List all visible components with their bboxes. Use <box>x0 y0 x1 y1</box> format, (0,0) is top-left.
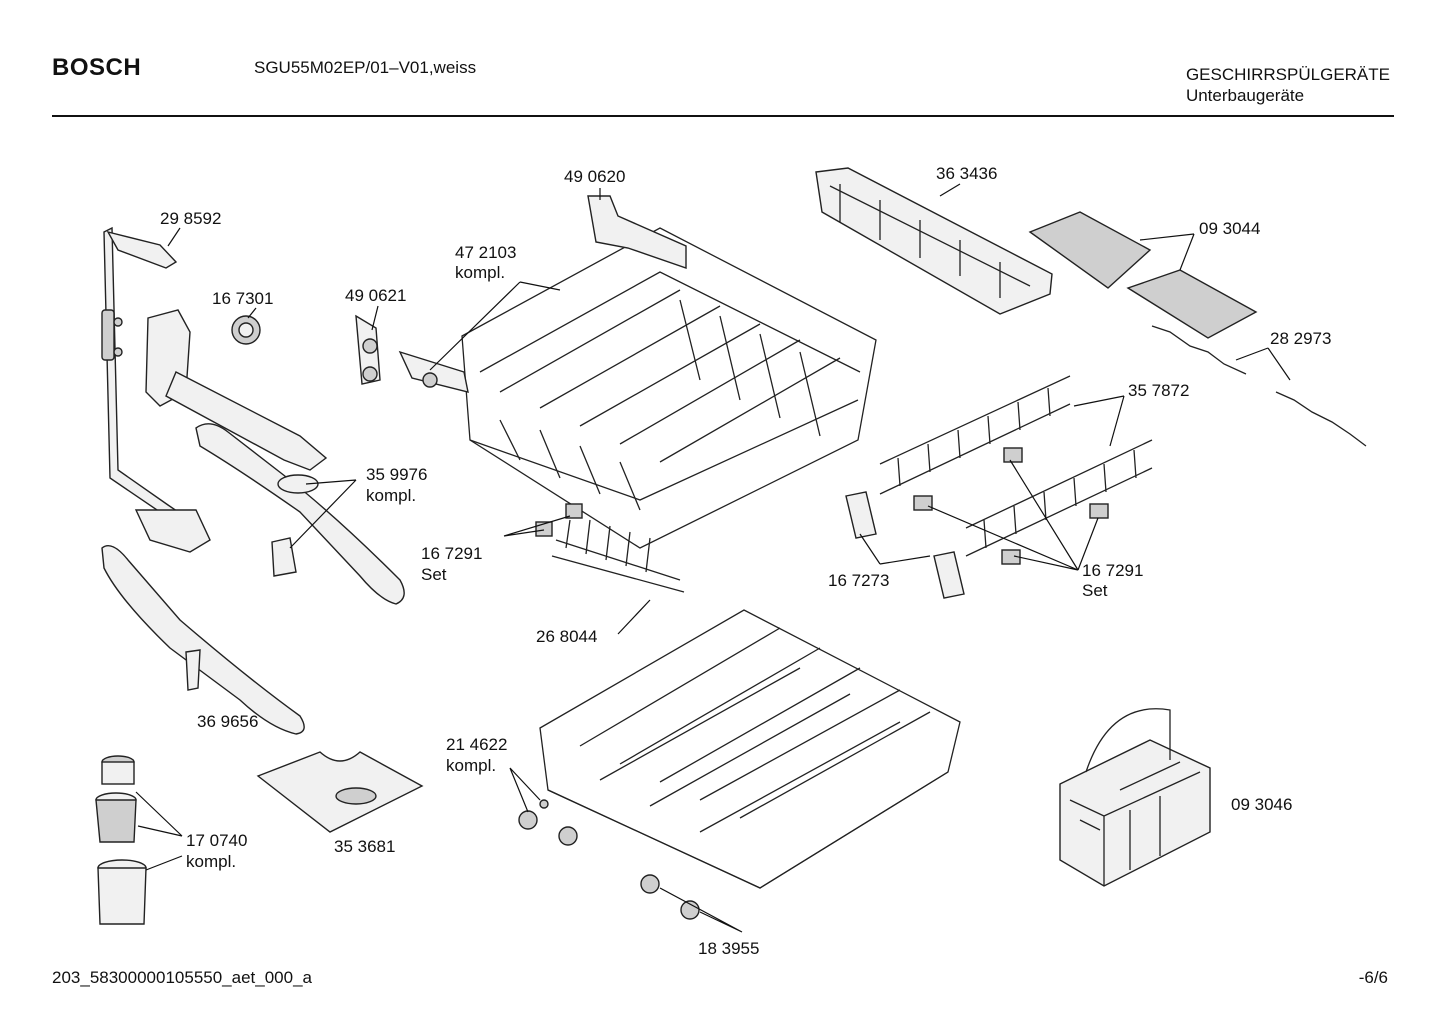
label-363436: 36 3436 <box>936 164 997 183</box>
upper-basket-472103[interactable] <box>461 227 877 549</box>
tine-row-282973-a[interactable] <box>1151 325 1247 375</box>
rack-insert-093044-a[interactable] <box>1028 211 1152 289</box>
label-093044: 09 3044 <box>1199 219 1260 238</box>
tine-row-268044[interactable] <box>551 519 685 593</box>
label-167291-right-set: Set <box>1082 581 1108 600</box>
tine-row-282973-b[interactable] <box>1275 391 1367 447</box>
bracket-490621[interactable] <box>355 314 469 393</box>
label-369656: 36 9656 <box>197 712 258 731</box>
label-353681: 35 3681 <box>334 837 395 856</box>
cup-shelf-363436[interactable] <box>815 167 1053 315</box>
lower-basket[interactable] <box>539 609 961 889</box>
label-167301: 16 7301 <box>212 289 273 308</box>
label-170740: 17 0740 <box>186 831 247 850</box>
label-359976: 35 9976 <box>366 465 427 484</box>
wheel-set-183955[interactable] <box>640 874 700 920</box>
tine-row-357872-b[interactable] <box>965 439 1153 557</box>
header-rule <box>52 115 1394 117</box>
label-472103-kompl: kompl. <box>455 263 505 282</box>
label-490620: 49 0620 <box>564 167 625 186</box>
label-167291-left: 16 7291 <box>421 544 482 563</box>
cap-part-167301[interactable] <box>231 315 261 345</box>
upper-spray-arm[interactable] <box>195 423 405 605</box>
label-093046: 09 3046 <box>1231 795 1292 814</box>
category-block: GESCHIRRSPÜLGERÄTE Unterbaugeräte <box>1186 64 1390 106</box>
lower-spray-arm[interactable] <box>101 545 305 735</box>
filter-cup-170740[interactable] <box>95 755 147 925</box>
brand-logo: BOSCH <box>52 54 142 81</box>
cutlery-basket-093046[interactable] <box>1059 708 1211 887</box>
label-167291-right: 16 7291 <box>1082 561 1143 580</box>
model-number: SGU55M02EP/01–V01,weiss <box>254 58 477 77</box>
upper-spray-arm-pipe[interactable] <box>101 226 211 553</box>
label-357872: 35 7872 <box>1128 381 1189 400</box>
category-title: GESCHIRRSPÜLGERÄTE <box>1185 65 1390 84</box>
wheel-set-214622[interactable] <box>518 799 578 846</box>
category-subtitle: Unterbaugeräte <box>1185 86 1305 105</box>
label-298592: 29 8592 <box>160 209 221 228</box>
tine-row-357872-a[interactable] <box>879 375 1071 495</box>
label-170740-kompl: kompl. <box>186 852 236 871</box>
leader-lines <box>135 183 1291 933</box>
document-id: 203_58300000105550_aet_000_a <box>52 968 312 987</box>
label-472103: 47 2103 <box>455 243 516 262</box>
label-268044: 26 8044 <box>536 627 597 646</box>
spray-arm-feed-tube[interactable] <box>145 309 328 471</box>
clip-set-167291-left[interactable] <box>535 503 583 537</box>
holder-167273[interactable] <box>845 491 965 599</box>
label-167291-left-set: Set <box>421 565 447 584</box>
label-167273: 16 7273 <box>828 571 889 590</box>
fine-filter-353681[interactable] <box>256 751 424 833</box>
rack-insert-093044-b[interactable] <box>1126 269 1258 339</box>
label-214622: 21 4622 <box>446 735 507 754</box>
label-359976-kompl: kompl. <box>366 486 416 505</box>
label-183955: 18 3955 <box>698 939 759 958</box>
label-490621: 49 0621 <box>345 286 406 305</box>
page-number: -6/6 <box>1358 968 1388 987</box>
label-214622-kompl: kompl. <box>446 756 496 775</box>
bracket-490620[interactable] <box>587 195 687 269</box>
label-282973: 28 2973 <box>1270 329 1331 348</box>
